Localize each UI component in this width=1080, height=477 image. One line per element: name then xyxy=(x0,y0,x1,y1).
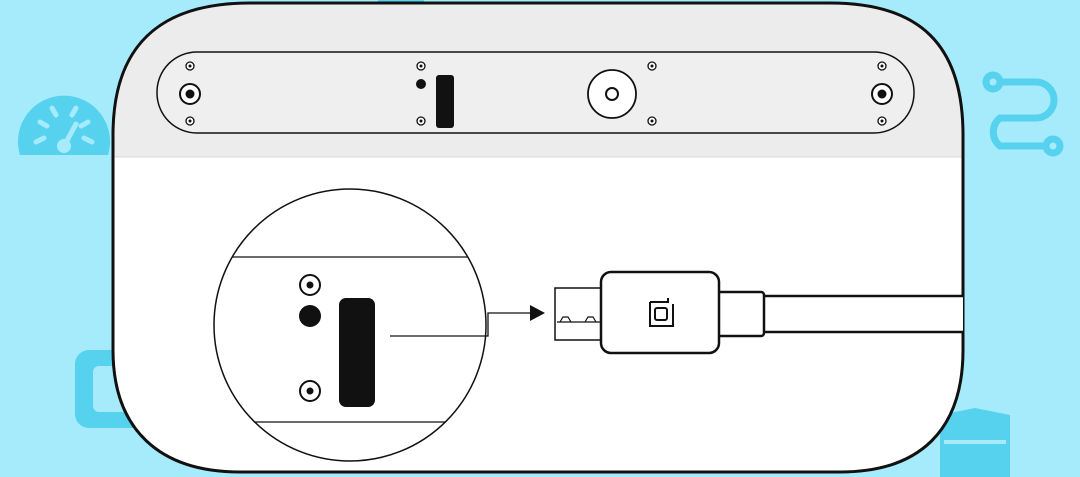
left-mount-screws xyxy=(179,61,201,126)
zoomed-usb-port xyxy=(339,298,375,407)
port-strip xyxy=(156,51,915,134)
shield-icon xyxy=(940,408,1010,477)
usb-port-area xyxy=(416,61,454,128)
route-icon xyxy=(982,71,1064,157)
center-button xyxy=(587,69,637,119)
brand-logo-icon xyxy=(649,298,674,327)
magnifier-ring xyxy=(213,188,487,462)
usb-c-plug-body xyxy=(599,270,721,355)
usb-port xyxy=(436,75,454,128)
zoomed-port-view xyxy=(213,188,487,462)
cable-strain-relief xyxy=(714,290,766,338)
device-card-outline xyxy=(111,1,965,474)
usb-c-connector-tip xyxy=(554,287,608,341)
usb-c-plug-icon xyxy=(554,270,963,355)
connection-arrow xyxy=(390,305,545,337)
right-mount-screws xyxy=(871,61,893,126)
status-led xyxy=(416,79,426,89)
speedometer-icon xyxy=(18,95,111,155)
zoomed-led xyxy=(299,305,321,327)
center-screws xyxy=(647,61,657,126)
